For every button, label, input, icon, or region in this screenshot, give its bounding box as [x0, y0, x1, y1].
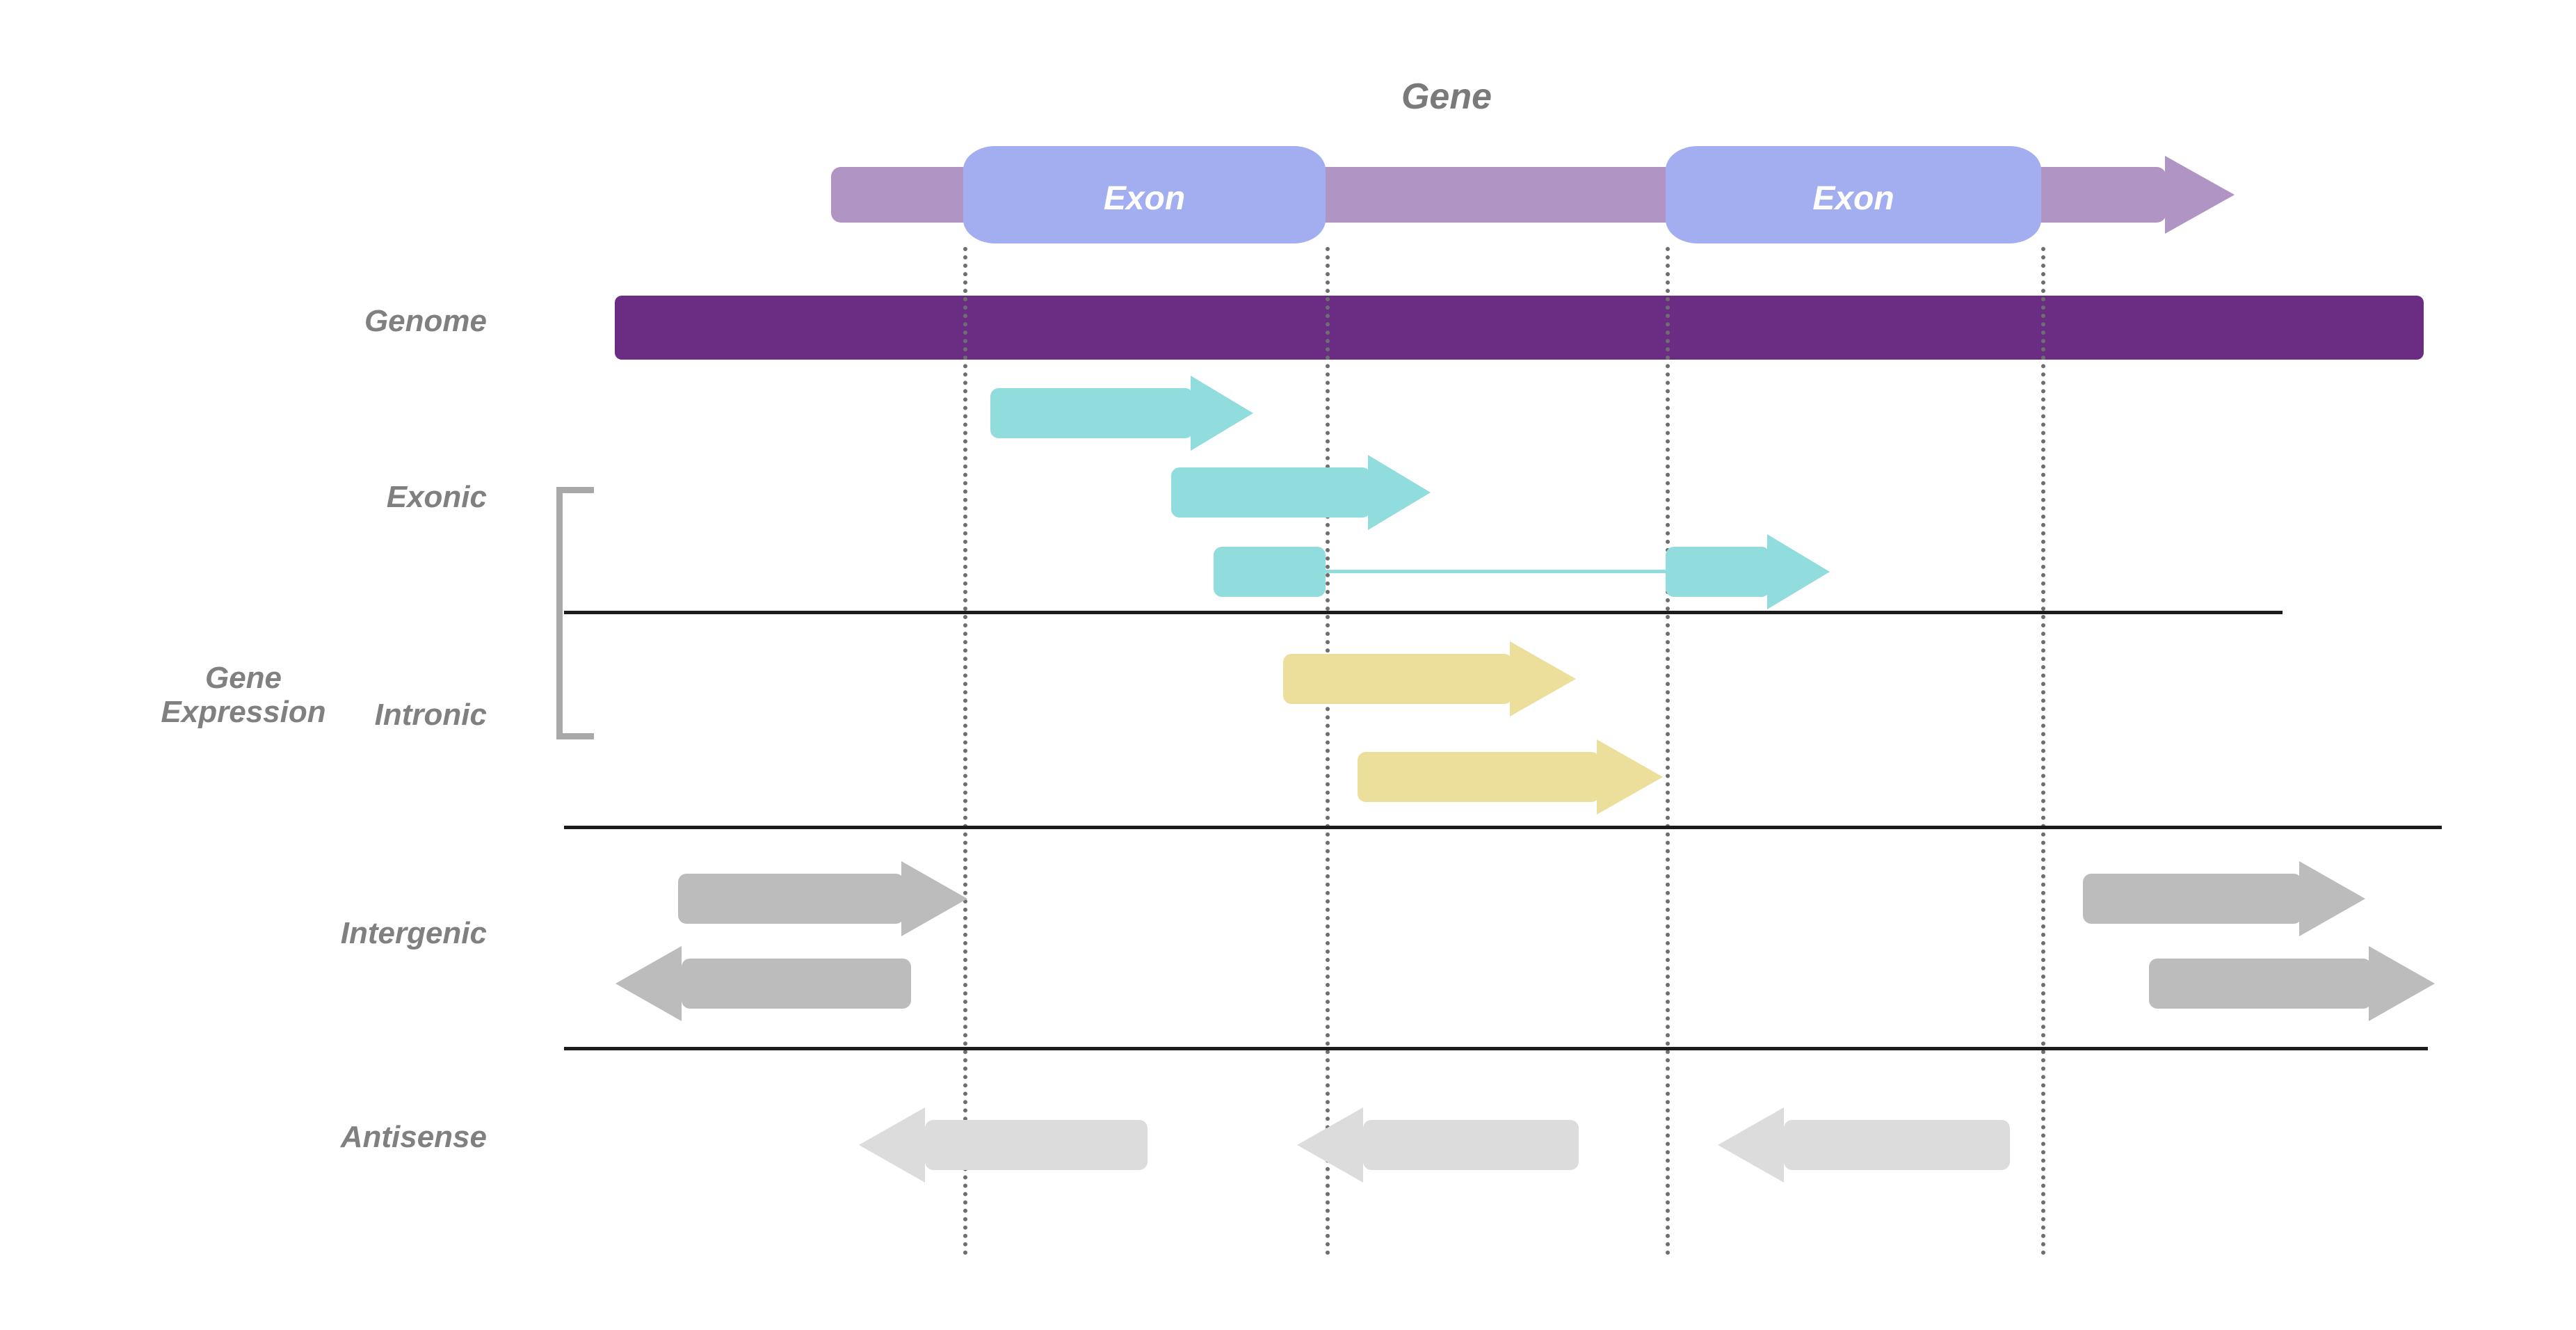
- exon-label-1: Exon: [1103, 180, 1186, 217]
- exon-boundary-guide-3: [1666, 247, 1670, 1256]
- exon-boundary-guide-1: [963, 247, 967, 1256]
- exonic-read-1: [990, 376, 1253, 451]
- row-label-exonic: Exonic: [386, 480, 487, 514]
- group-label-gene-expression: Gene Expression: [161, 661, 326, 730]
- exonic-read-2: [1171, 455, 1431, 530]
- intronic-read-1: [1283, 641, 1576, 716]
- exon-block-1: [963, 146, 1326, 243]
- separator-intergenic-antisense: [564, 1047, 2428, 1050]
- separator-exonic-intronic: [564, 611, 2283, 614]
- exon-label-2: Exon: [1812, 180, 1894, 217]
- exonic-read-3-spliced: [1214, 534, 1836, 609]
- row-label-intergenic: Intergenic: [340, 916, 487, 950]
- splice-junction-line: [1323, 570, 1668, 573]
- genome-bar: [615, 296, 2424, 360]
- row-label-intronic: Intronic: [374, 698, 487, 732]
- antisense-read-2: [1297, 1107, 1579, 1183]
- gene-title: Gene: [1401, 77, 1492, 117]
- separator-intronic-intergenic: [564, 826, 2442, 829]
- antisense-read-3: [1718, 1107, 2010, 1183]
- exon-boundary-guide-4: [2041, 247, 2045, 1256]
- row-label-genome: Genome: [364, 304, 487, 338]
- exon-block-2: [1666, 146, 2041, 243]
- row-label-antisense: Antisense: [340, 1120, 487, 1154]
- intergenic-read-1: [678, 861, 967, 936]
- antisense-read-1: [859, 1107, 1148, 1183]
- intergenic-read-3: [2083, 861, 2365, 936]
- intronic-read-2: [1358, 739, 1663, 815]
- exon-boundary-guide-2: [1326, 247, 1330, 1256]
- gene-direction-arrowhead: [2165, 156, 2235, 234]
- intergenic-read-2-reverse: [615, 946, 911, 1021]
- gene-expression-bracket: [556, 487, 594, 739]
- intergenic-read-4: [2149, 946, 2435, 1021]
